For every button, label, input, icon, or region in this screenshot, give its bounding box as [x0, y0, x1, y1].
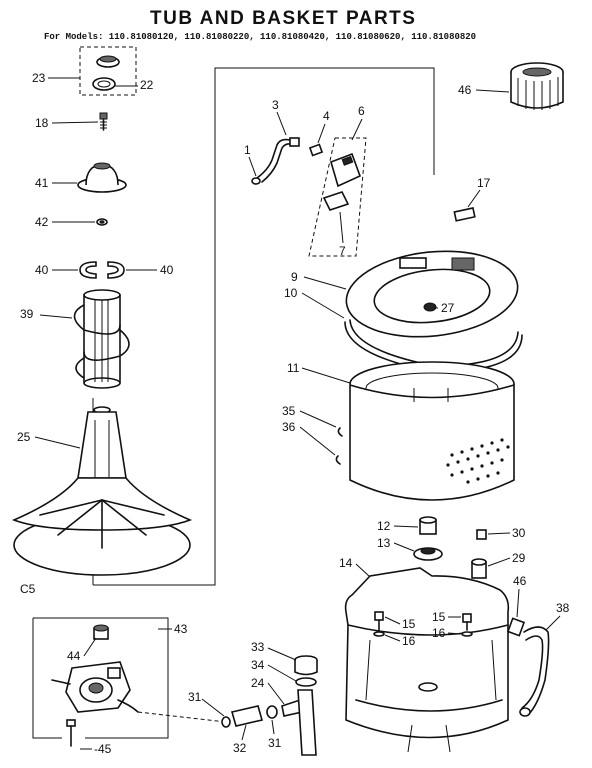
- part-23-22-box: [79, 46, 137, 96]
- callout-13: 13: [377, 536, 391, 550]
- callout-3: 3: [272, 98, 279, 112]
- callout-34: 34: [251, 658, 265, 672]
- part-34-seal: [295, 677, 317, 687]
- callout-22: 22: [140, 78, 154, 92]
- part-46-fitting: [506, 617, 526, 637]
- callout-16-left: 16: [402, 634, 416, 648]
- part-6-7-box: [308, 137, 367, 257]
- callout-25: 25: [17, 430, 31, 444]
- callout-30: 30: [512, 526, 526, 540]
- callout-27: 27: [441, 301, 455, 315]
- part-23-cap: [96, 55, 120, 68]
- callout-31-right: 31: [268, 736, 282, 750]
- callout-15-left: 15: [402, 617, 416, 631]
- part-29-fitting: [471, 558, 487, 579]
- callout-9: 9: [291, 270, 298, 284]
- part-33-coupler: [294, 655, 318, 676]
- basket-perforations: [446, 438, 510, 484]
- part-45-screw: [66, 719, 76, 747]
- part-42-washer: [96, 218, 108, 226]
- callout-7: 7: [339, 244, 346, 258]
- part-17-pad: [453, 207, 476, 222]
- callout-45: -45: [94, 742, 112, 756]
- part-31-clamp-left: [221, 716, 231, 728]
- part-4-clip: [308, 143, 324, 157]
- callout-32: 32: [233, 741, 247, 755]
- part-32-hose: [230, 705, 264, 727]
- part-9-tub-ring: [345, 250, 519, 338]
- callout-6: 6: [358, 104, 365, 118]
- callout-18: 18: [35, 116, 49, 130]
- part-36-clip: [335, 455, 341, 465]
- callout-24: 24: [251, 676, 265, 690]
- callout-4: 4: [323, 109, 330, 123]
- part-6-dispenser: [330, 152, 362, 188]
- callout-41: 41: [35, 176, 49, 190]
- callout-12: 12: [377, 519, 391, 533]
- callout-31-left: 31: [188, 690, 202, 704]
- callout-38: 38: [556, 601, 570, 615]
- callout-1: 1: [244, 143, 251, 157]
- part-14-outer-tub: [344, 567, 510, 753]
- part-13-hub: [413, 547, 443, 561]
- pump-hose-guide: [137, 711, 227, 723]
- callout-14: 14: [339, 556, 353, 570]
- callout-29: 29: [512, 551, 526, 565]
- part-43-box: [32, 617, 169, 739]
- corner-code: C5: [20, 582, 36, 596]
- callout-40-right: 40: [160, 263, 174, 277]
- part-16-washer-right: [461, 631, 473, 637]
- part-22-seal: [92, 77, 116, 91]
- callout-36: 36: [282, 420, 296, 434]
- part-11-basket: [349, 361, 515, 501]
- models-line: For Models: 110.81080120, 110.81080220, …: [44, 32, 476, 42]
- part-7-lid: [322, 191, 350, 211]
- callout-17: 17: [477, 176, 491, 190]
- part-30-cap: [476, 529, 487, 540]
- callout-16-right: 16: [432, 626, 446, 640]
- part-40-split-ring: [79, 261, 125, 279]
- part-25-agitator-base: [11, 406, 193, 576]
- callout-45-number: 45: [98, 742, 112, 756]
- part-16-washer-left: [373, 631, 385, 637]
- callout-46-bottom: 46: [513, 574, 527, 588]
- diagram-title: TUB AND BASKET PARTS: [150, 8, 416, 29]
- callout-43: 43: [174, 622, 188, 636]
- part-43-pump: [51, 661, 139, 713]
- part-3-hose: [251, 137, 300, 185]
- callout-40-left: 40: [35, 263, 49, 277]
- callout-39: 39: [20, 307, 34, 321]
- part-18-screw: [99, 112, 108, 131]
- callout-23: 23: [32, 71, 46, 85]
- part-15-bolt-right: [462, 613, 472, 631]
- callout-44: 44: [67, 649, 81, 663]
- callout-35: 35: [282, 404, 296, 418]
- callout-46-top: 46: [458, 83, 472, 97]
- part-35-clip: [337, 427, 343, 437]
- callout-42: 42: [35, 215, 49, 229]
- callout-33: 33: [251, 640, 265, 654]
- part-46-filter: [510, 62, 564, 110]
- callout-11: 11: [287, 361, 300, 375]
- callout-10: 10: [284, 286, 298, 300]
- part-39-agitator-auger: [73, 289, 130, 389]
- part-15-bolt-left: [374, 611, 384, 631]
- part-44-plug: [93, 624, 109, 640]
- part-24-pipe: [281, 689, 317, 756]
- part-41-agitator-cap: [77, 162, 127, 193]
- callout-15-right: 15: [432, 610, 446, 624]
- part-12-nut: [419, 516, 437, 535]
- part-31-clamp-right: [266, 705, 278, 719]
- part-38-drain-hose: [519, 626, 550, 717]
